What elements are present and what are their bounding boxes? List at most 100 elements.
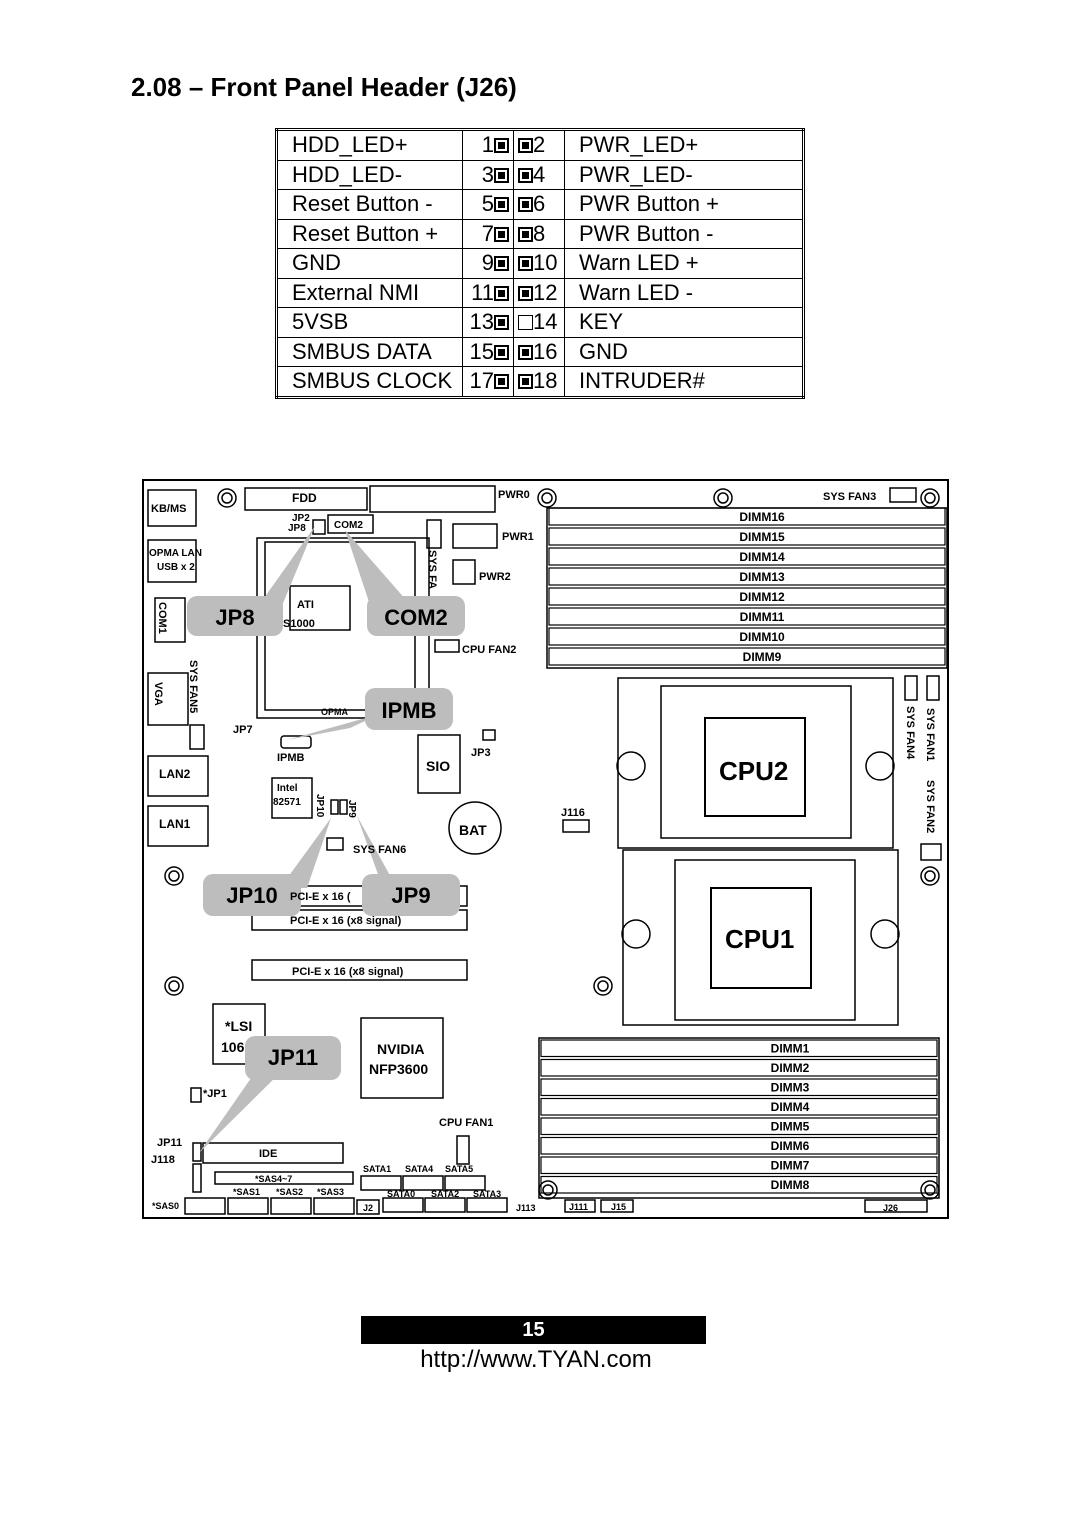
label-j116: J116 [561, 807, 585, 819]
label-sata3: SATA3 [473, 1189, 501, 1199]
fdd-connector [244, 487, 368, 511]
pin-square-icon [494, 197, 509, 213]
key-pin-empty-icon [518, 315, 533, 331]
label-j15: J15 [611, 1202, 626, 1212]
pin-square-icon [494, 256, 509, 272]
label-jp1: *JP1 [203, 1088, 227, 1100]
pin-left-label: HDD_LED+ [276, 129, 463, 161]
dimm-label: DIMM10 [739, 630, 785, 644]
label-sata5: SATA5 [445, 1164, 473, 1174]
label-fdd: FDD [292, 491, 317, 505]
pwr2-connector [452, 559, 476, 585]
vga-port [147, 672, 189, 726]
label-com1: COM1 [156, 602, 168, 634]
pin-right-label: Warn LED + [564, 248, 804, 279]
com1-port [154, 597, 186, 643]
pin-square-icon [518, 285, 533, 301]
dimm-slot [548, 567, 946, 586]
pin-right-label: INTRUDER# [564, 366, 804, 398]
pin-square-icon [494, 374, 509, 390]
dimm-slot [548, 507, 946, 526]
label-jp2: JP2 [292, 513, 310, 524]
callout-com2: COM2 [384, 605, 448, 630]
callout-jp11: JP11 [268, 1045, 318, 1070]
pin-left-number: 7 [462, 218, 514, 249]
pwr0-connector [369, 485, 496, 513]
intel-chip [271, 777, 313, 819]
label-sata4: SATA4 [405, 1164, 433, 1174]
pin-number: 3 [481, 161, 494, 187]
pin-right-label: GND [564, 336, 804, 367]
pin-right-number: 10 [513, 248, 565, 279]
lan2-port [147, 755, 209, 797]
label-pwr0: PWR0 [498, 489, 530, 501]
label-jp3: JP3 [471, 747, 491, 759]
footer-url: http://www.TYAN.com [420, 1346, 652, 1373]
dimm-label: DIMM8 [771, 1178, 810, 1192]
section-heading: 2.08 – Front Panel Header (J26) [131, 72, 517, 102]
kbms-port [147, 489, 197, 527]
pin-right-label: PWR_LED+ [564, 129, 804, 161]
dimm-label: DIMM4 [771, 1100, 810, 1114]
pin-number: 10 [533, 250, 558, 276]
j116-header [562, 819, 590, 833]
label-j113: J113 [516, 1203, 536, 1213]
pin-number: 14 [533, 309, 558, 335]
pin-number: 2 [533, 132, 546, 158]
label-j111: J111 [569, 1202, 588, 1212]
label-opma-lan: OPMA LAN [149, 548, 202, 559]
callout-jp10-bg [203, 874, 301, 916]
page-number: 15 [361, 1316, 706, 1344]
dimm-bank-bottom [538, 1037, 940, 1199]
label-lan2: LAN2 [159, 767, 191, 781]
label-sys-fan1: SYS FAN1 [924, 708, 936, 761]
label-pcie1: PCI-E x 16 ( [290, 891, 351, 903]
callout-jp9-bg [362, 874, 460, 916]
callout-ipmb-bg [365, 688, 453, 730]
pin-left-label: SMBUS DATA [276, 336, 463, 367]
pin-right-label: PWR Button - [564, 218, 804, 249]
pcie-slot-3 [251, 959, 468, 981]
dimm-slot [540, 1117, 938, 1136]
label-sio: SIO [426, 758, 450, 774]
label-sata2: SATA2 [431, 1189, 459, 1199]
dimm-label: DIMM6 [771, 1139, 810, 1153]
pin-right-number: 8 [513, 218, 565, 249]
pin-left-label: GND [276, 248, 463, 279]
pin-square-icon [494, 167, 509, 183]
dimm-label: DIMM16 [739, 510, 785, 524]
pin-left-label: HDD_LED- [276, 159, 463, 190]
pin-right-number: 18 [513, 366, 565, 398]
dimm-label: DIMM1 [771, 1042, 810, 1056]
pin-right-number: 14 [513, 307, 565, 338]
dimm-slot [548, 527, 946, 546]
ipmb-header [280, 735, 312, 749]
label-opma: OPMA [321, 707, 349, 717]
pin-square-icon [518, 344, 533, 360]
callout-jp8: JP8 [215, 605, 254, 630]
ati-chip [289, 585, 351, 631]
pin-number: 13 [469, 309, 494, 335]
label-cpu-fan2: CPU FAN2 [462, 644, 516, 656]
battery [448, 801, 502, 855]
label-j26: J26 [883, 1203, 898, 1213]
pin-left-label: 5VSB [276, 307, 463, 338]
cpu-fan2-header [434, 639, 460, 653]
pin-right-number: 4 [513, 159, 565, 190]
pin-right-label: KEY [564, 307, 804, 338]
pin-left-number: 11 [462, 277, 514, 308]
pin-square-icon [518, 197, 533, 213]
dimm-slot [540, 1136, 938, 1155]
label-82571: 82571 [273, 797, 301, 808]
label-jp11: JP11 [157, 1137, 182, 1149]
callout-jp11-bg [245, 1036, 341, 1080]
dimm-label: DIMM13 [739, 570, 785, 584]
dimm-slot [540, 1175, 938, 1194]
